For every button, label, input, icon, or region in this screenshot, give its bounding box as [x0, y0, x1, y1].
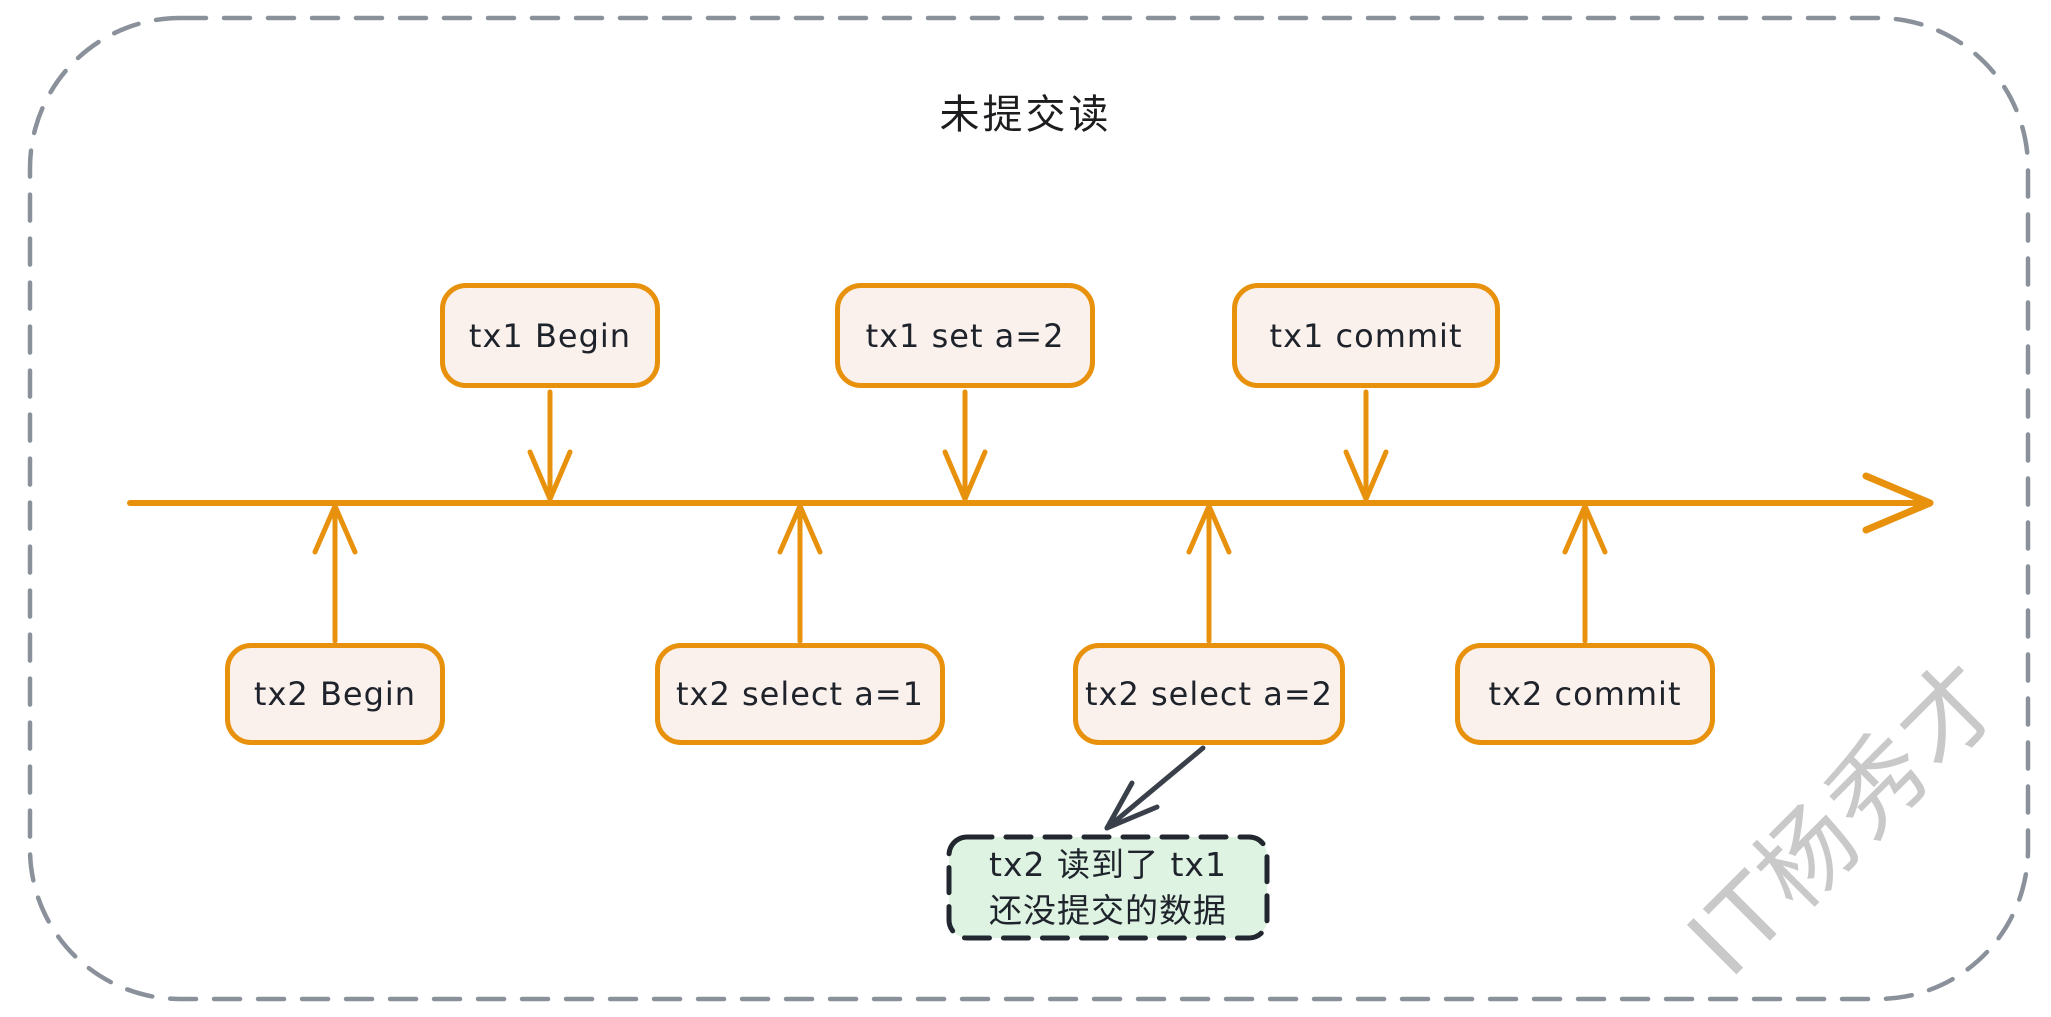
event-label: tx2 Begin [253, 675, 417, 713]
event-label: tx2 commit [1488, 675, 1682, 713]
outer-dashed-border [27, 15, 2031, 1002]
event-box-tx2-commit: tx2 commit [1455, 643, 1715, 745]
event-box-tx2-select-a2: tx2 select a=2 [1073, 643, 1345, 745]
page-title: 未提交读 [939, 92, 1112, 138]
event-label: tx2 select a=1 [675, 675, 925, 713]
event-label: tx1 commit [1269, 316, 1463, 355]
event-box-tx1-commit: tx1 commit [1232, 283, 1500, 388]
event-box-tx2-begin: tx2 Begin [225, 643, 445, 745]
event-box-tx2-select-a1: tx2 select a=1 [655, 643, 945, 745]
note-line-1: tx2 读到了 tx1 [989, 844, 1227, 884]
note-box-outline [946, 834, 1270, 941]
event-box-tx1-set-a2: tx1 set a=2 [835, 283, 1095, 388]
dirty-read-note: tx2 读到了 tx1 还没提交的数据 [949, 837, 1267, 938]
event-box-tx1-begin: tx1 Begin [440, 283, 660, 388]
tx1-down-arrows [527, 389, 1389, 502]
event-label: tx1 set a=2 [865, 316, 1065, 355]
tx2-up-arrows [312, 503, 1608, 644]
event-label: tx1 Begin [468, 316, 632, 355]
note-pointer-arrow [1104, 745, 1206, 831]
event-label: tx2 select a=2 [1084, 675, 1334, 713]
timeline-arrow [127, 472, 1934, 534]
note-line-2: 还没提交的数据 [989, 890, 1227, 930]
